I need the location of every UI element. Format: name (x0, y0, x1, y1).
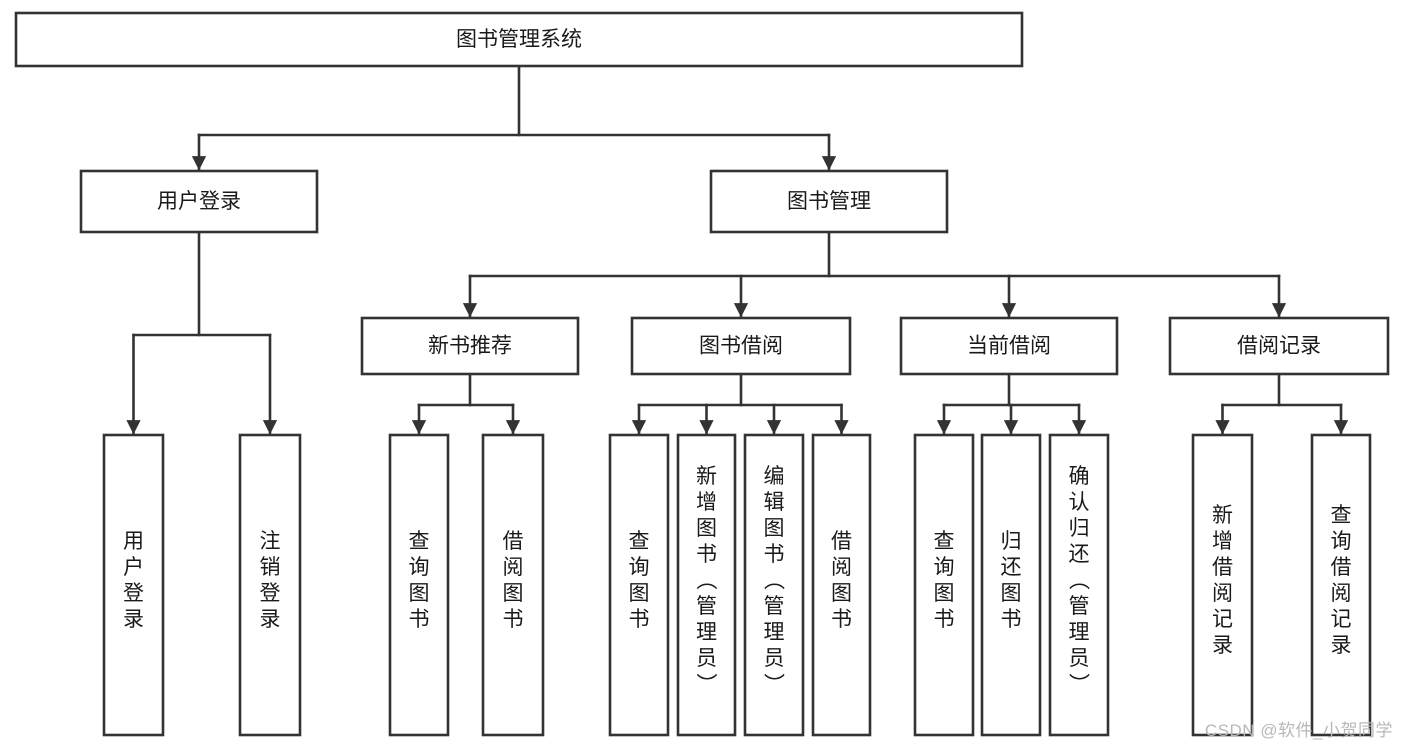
node-leaf-return-book[interactable]: 归还图书 (980, 433, 1042, 737)
node-leaf-add-book[interactable]: 新增图书（管理员） (676, 433, 737, 737)
node-box-borrow-record (1168, 316, 1390, 376)
node-box-book-borrow (630, 316, 852, 376)
node-label-user-login: 用户登录 (157, 190, 241, 213)
node-book-manage[interactable]: 图书管理 (709, 169, 949, 234)
node-book-borrow[interactable]: 图书借阅 (630, 316, 852, 376)
node-leaf-user-login[interactable]: 用户登录 (102, 433, 165, 737)
node-box-leaf-add-book (676, 433, 737, 737)
node-box-new-book-recommend (360, 316, 580, 376)
node-label-current-borrow: 当前借阅 (967, 335, 1051, 358)
node-leaf-add-record[interactable]: 新增借阅记录 (1191, 433, 1254, 737)
node-box-leaf-user-login (102, 433, 165, 737)
node-label-leaf-borrow-book-2: 借阅图书 (831, 530, 852, 631)
node-box-leaf-query-book-3 (913, 433, 975, 737)
node-label-leaf-confirm-return: 确认归还（管理员） (1069, 465, 1091, 696)
node-box-leaf-logout (238, 433, 302, 737)
node-label-leaf-query-record: 查询借阅记录 (1331, 504, 1352, 657)
node-leaf-borrow-book-2[interactable]: 借阅图书 (811, 433, 872, 737)
node-label-leaf-add-book: 新增图书（管理员） (696, 465, 718, 696)
node-current-borrow[interactable]: 当前借阅 (899, 316, 1119, 376)
node-user-login[interactable]: 用户登录 (79, 169, 319, 234)
node-new-book-recommend[interactable]: 新书推荐 (360, 316, 580, 376)
node-box-leaf-query-record (1310, 433, 1372, 737)
node-leaf-confirm-return[interactable]: 确认归还（管理员） (1048, 433, 1110, 737)
node-leaf-query-record[interactable]: 查询借阅记录 (1310, 433, 1372, 737)
node-label-new-book-recommend: 新书推荐 (428, 335, 512, 358)
node-box-leaf-borrow-book-2 (811, 433, 872, 737)
node-box-leaf-edit-book (743, 433, 805, 737)
node-label-leaf-user-login: 用户登录 (123, 530, 144, 631)
node-box-root (14, 11, 1024, 68)
node-box-leaf-query-book-2 (608, 433, 670, 737)
node-label-leaf-logout: 注销登录 (260, 530, 281, 631)
node-box-leaf-query-book-1 (388, 433, 450, 737)
node-label-leaf-return-book: 归还图书 (1001, 530, 1022, 631)
node-label-book-manage: 图书管理 (787, 190, 871, 213)
node-box-leaf-confirm-return (1048, 433, 1110, 737)
node-box-user-login (79, 169, 319, 234)
node-leaf-logout[interactable]: 注销登录 (238, 433, 302, 737)
node-leaf-query-book-1[interactable]: 查询图书 (388, 433, 450, 737)
node-box-book-manage (709, 169, 949, 234)
node-borrow-record[interactable]: 借阅记录 (1168, 316, 1390, 376)
node-label-leaf-query-book-3: 查询图书 (934, 530, 955, 631)
node-boxes: 图书管理系统用户登录图书管理新书推荐图书借阅当前借阅借阅记录用户登录注销登录查询… (14, 11, 1390, 737)
node-label-leaf-borrow-book-1: 借阅图书 (503, 530, 524, 631)
node-leaf-query-book-2[interactable]: 查询图书 (608, 433, 670, 737)
node-box-leaf-add-record (1191, 433, 1254, 737)
node-box-leaf-return-book (980, 433, 1042, 737)
connector-lines (126, 64, 1349, 435)
node-box-leaf-borrow-book-1 (481, 433, 545, 737)
node-root[interactable]: 图书管理系统 (14, 11, 1024, 68)
node-box-current-borrow (899, 316, 1119, 376)
node-label-borrow-record: 借阅记录 (1237, 335, 1321, 358)
node-label-book-borrow: 图书借阅 (699, 335, 783, 358)
node-leaf-edit-book[interactable]: 编辑图书（管理员） (743, 433, 805, 737)
node-label-leaf-edit-book: 编辑图书（管理员） (764, 465, 786, 696)
node-label-root: 图书管理系统 (456, 28, 582, 51)
node-label-leaf-add-record: 新增借阅记录 (1212, 504, 1233, 657)
node-label-leaf-query-book-2: 查询图书 (629, 530, 650, 631)
node-leaf-query-book-3[interactable]: 查询图书 (913, 433, 975, 737)
node-leaf-borrow-book-1[interactable]: 借阅图书 (481, 433, 545, 737)
node-label-leaf-query-book-1: 查询图书 (409, 530, 430, 631)
